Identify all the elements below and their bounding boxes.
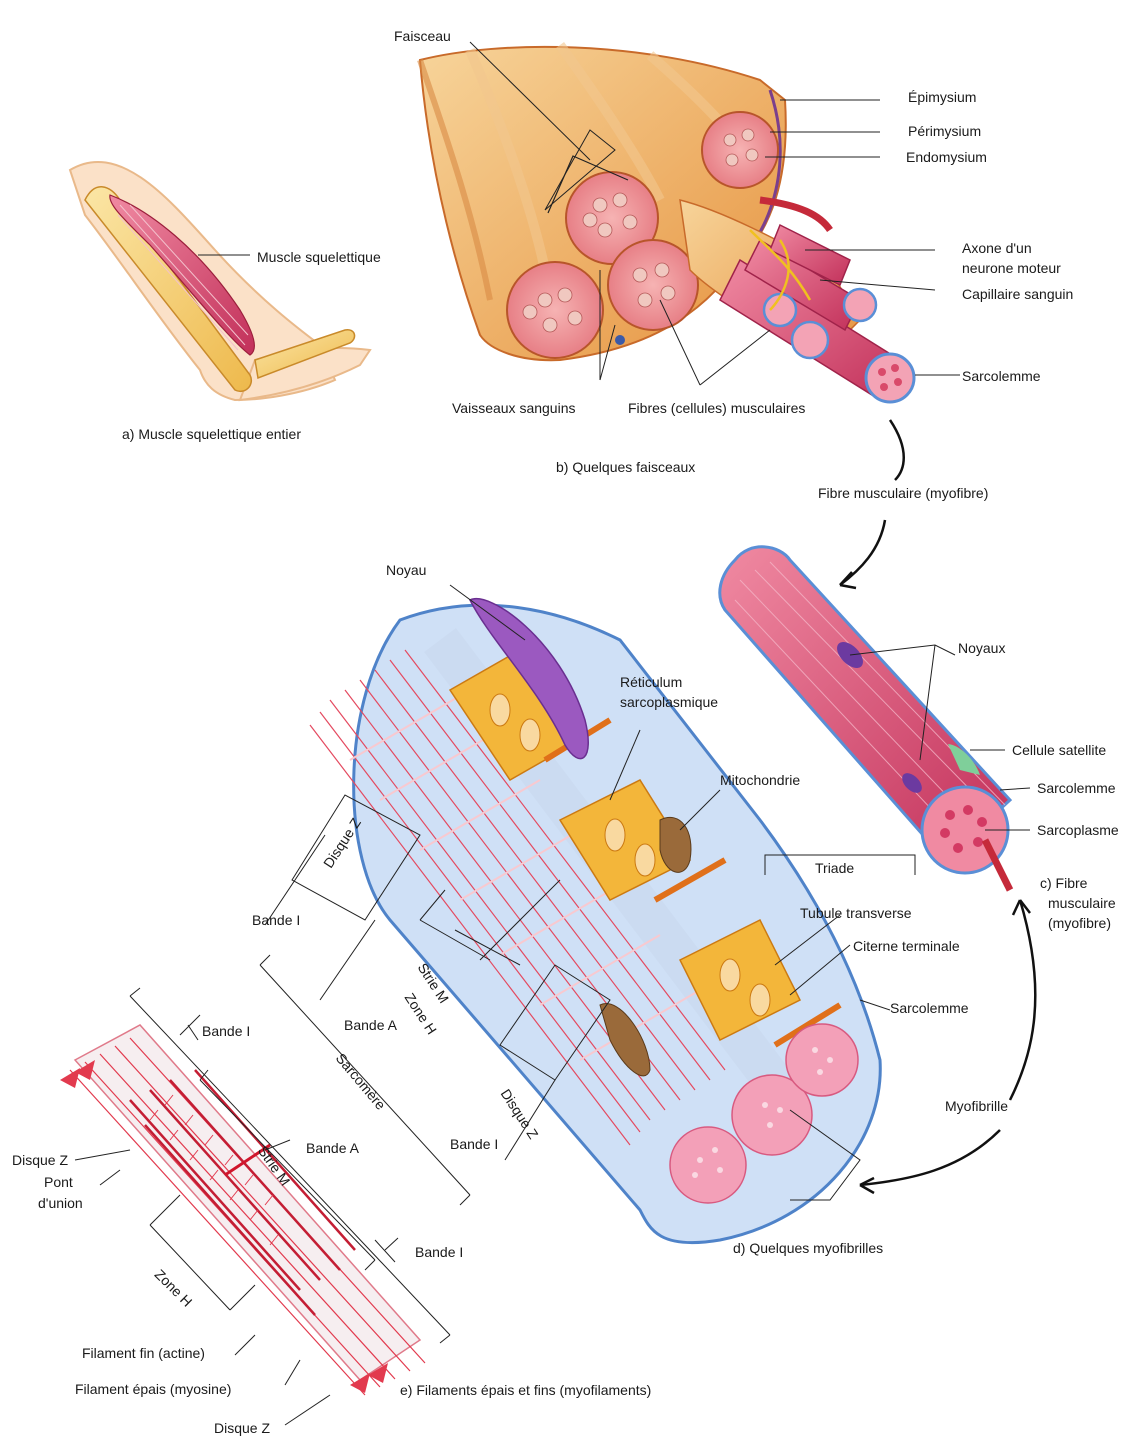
label-sarcolemme-b: Sarcolemme bbox=[962, 368, 1041, 385]
label-bande-i-d-top: Bande I bbox=[252, 912, 300, 929]
label-epimysium: Épimysium bbox=[908, 89, 976, 106]
label-filament-epais: Filament épais (myosine) bbox=[75, 1381, 231, 1398]
caption-c-line1: c) Fibre bbox=[1040, 875, 1087, 892]
label-sarcolemme-d: Sarcolemme bbox=[890, 1000, 969, 1017]
arm-illustration bbox=[70, 162, 370, 400]
caption-c-line3: (myofibre) bbox=[1048, 915, 1111, 932]
label-fibres-musculaires: Fibres (cellules) musculaires bbox=[628, 400, 805, 417]
label-noyau: Noyau bbox=[386, 562, 426, 579]
label-faisceau: Faisceau bbox=[394, 28, 451, 45]
label-tubule-transverse: Tubule transverse bbox=[800, 905, 912, 922]
label-disque-z-e-left: Disque Z bbox=[12, 1152, 68, 1169]
label-sarcoplasme: Sarcoplasme bbox=[1037, 822, 1119, 839]
label-sarcolemme-c: Sarcolemme bbox=[1037, 780, 1116, 797]
label-perimysium: Périmysium bbox=[908, 123, 981, 140]
label-endomysium: Endomysium bbox=[906, 149, 987, 166]
caption-e: e) Filaments épais et fins (myofilaments… bbox=[400, 1382, 651, 1399]
label-muscle-squelettique: Muscle squelettique bbox=[257, 249, 381, 266]
caption-c-line2: musculaire bbox=[1048, 895, 1116, 912]
fascicles-illustration bbox=[420, 42, 960, 402]
label-disque-z-e-bottom: Disque Z bbox=[214, 1420, 270, 1437]
label-fibre-musculaire-link: Fibre musculaire (myofibre) bbox=[818, 485, 988, 502]
label-bande-i-d-bottom: Bande I bbox=[450, 1136, 498, 1153]
label-reticulum-line1: Réticulum bbox=[620, 674, 682, 691]
label-cellule-satellite: Cellule satellite bbox=[1012, 742, 1106, 759]
label-capillaire-sanguin: Capillaire sanguin bbox=[962, 286, 1073, 303]
label-bande-a-e: Bande A bbox=[306, 1140, 359, 1157]
label-bande-i-e-bottom: Bande I bbox=[415, 1244, 463, 1261]
caption-b: b) Quelques faisceaux bbox=[556, 459, 695, 476]
label-triade: Triade bbox=[815, 860, 854, 877]
label-noyaux: Noyaux bbox=[958, 640, 1005, 657]
label-bande-i-e-top: Bande I bbox=[202, 1023, 250, 1040]
label-pont-line1: Pont bbox=[44, 1174, 73, 1191]
label-axone-line1: Axone d'un bbox=[962, 240, 1032, 257]
caption-a: a) Muscle squelettique entier bbox=[122, 426, 301, 443]
label-axone-line2: neurone moteur bbox=[962, 260, 1061, 277]
label-pont-line2: d'union bbox=[38, 1195, 83, 1212]
label-mitochondrie: Mitochondrie bbox=[720, 772, 800, 789]
label-filament-fin: Filament fin (actine) bbox=[82, 1345, 205, 1362]
label-bande-a-d: Bande A bbox=[344, 1017, 397, 1034]
label-reticulum-line2: sarcoplasmique bbox=[620, 694, 718, 711]
caption-d: d) Quelques myofibrilles bbox=[733, 1240, 883, 1257]
label-myofibrille-link: Myofibrille bbox=[945, 1098, 1008, 1115]
label-vaisseaux-sanguins: Vaisseaux sanguins bbox=[452, 400, 575, 417]
label-citerne-terminale: Citerne terminale bbox=[853, 938, 960, 955]
